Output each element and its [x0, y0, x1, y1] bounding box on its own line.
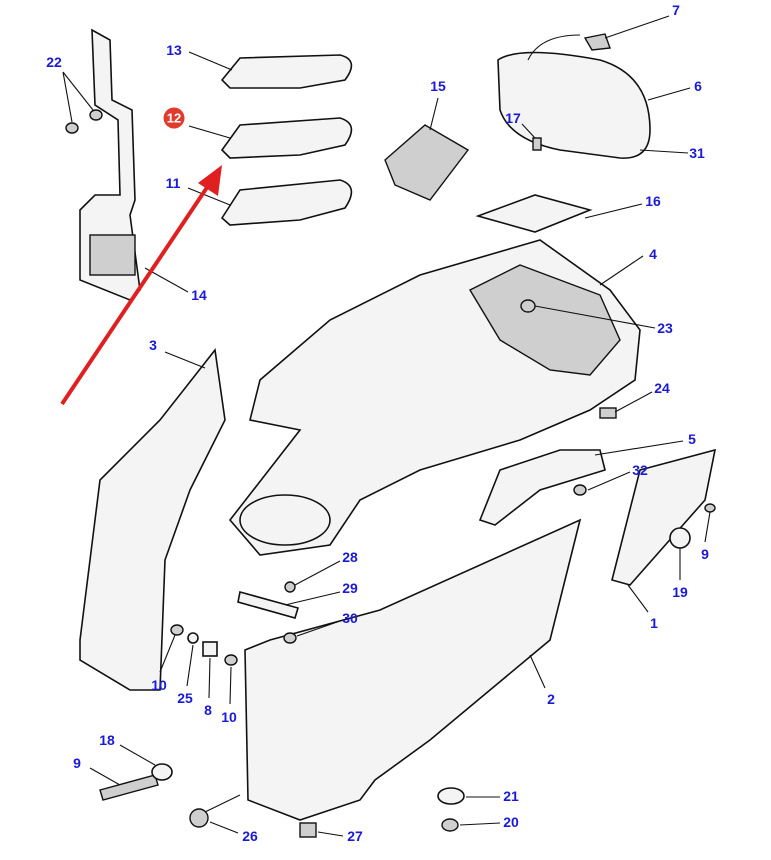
part-9-screw — [704, 503, 716, 513]
label-15: 15 — [430, 78, 446, 94]
label-30: 30 — [342, 610, 358, 626]
part-10-screw-a — [170, 624, 184, 636]
part-7-clip — [583, 33, 611, 51]
label-16: 16 — [645, 193, 661, 209]
label-12-highlighted-badge: 12 — [163, 107, 185, 129]
part-12-panel — [220, 117, 353, 159]
label-8: 8 — [204, 702, 212, 718]
part-28-screw — [284, 581, 296, 593]
label-32: 32 — [632, 462, 648, 478]
curved-arrow — [527, 34, 581, 61]
label-14: 14 — [191, 287, 207, 303]
label-23: 23 — [657, 320, 673, 336]
label-3: 3 — [149, 337, 157, 353]
label-1: 1 — [650, 615, 658, 631]
part-14-panel — [89, 234, 136, 276]
label-22: 22 — [46, 54, 62, 70]
label-18: 18 — [99, 732, 115, 748]
label-4: 4 — [649, 246, 657, 262]
part-15-pad — [384, 124, 470, 201]
part-30-nut — [283, 632, 297, 644]
label-27: 27 — [347, 828, 363, 844]
part-9-bolt — [99, 774, 159, 801]
part-27-clip — [299, 822, 317, 838]
label-17: 17 — [505, 110, 521, 126]
part-18-washer — [151, 763, 173, 781]
part-2-panel — [244, 518, 582, 821]
part-21-cap — [437, 787, 465, 805]
part-22-screw-b — [89, 109, 103, 121]
part-26-screw — [189, 808, 209, 828]
label-9: 9 — [701, 546, 709, 562]
leader-lines — [62, 15, 711, 837]
console-opening — [469, 264, 621, 376]
part-6-lid — [497, 51, 651, 159]
part-17-screw — [532, 137, 542, 151]
label-21: 21 — [503, 788, 519, 804]
label-25: 25 — [177, 690, 193, 706]
label-29: 29 — [342, 580, 358, 596]
part-25-washer — [187, 632, 199, 644]
part-24-clip — [599, 407, 617, 419]
label-7: 7 — [672, 2, 680, 18]
label-28: 28 — [342, 549, 358, 565]
label-10: 10 — [221, 709, 237, 725]
label-24: 24 — [654, 380, 670, 396]
part-11-panel — [220, 179, 353, 226]
label-11: 11 — [165, 175, 181, 191]
part-23-screw — [520, 299, 536, 313]
label-20: 20 — [503, 814, 519, 830]
highlight-arrow — [60, 165, 222, 406]
part-20-bolt — [441, 818, 459, 832]
label-9: 9 — [73, 755, 81, 771]
label-6: 6 — [694, 78, 702, 94]
cup-holder — [239, 494, 331, 546]
part-29-strip — [237, 591, 300, 619]
label-26: 26 — [242, 828, 258, 844]
part-32-nut — [573, 484, 587, 496]
label-5: 5 — [688, 431, 696, 447]
part-16-plate — [475, 194, 593, 233]
part-8-spacer — [202, 641, 218, 657]
label-13: 13 — [166, 42, 182, 58]
label-2: 2 — [547, 691, 555, 707]
part-13-panel — [220, 54, 353, 89]
label-31: 31 — [689, 145, 705, 161]
part-5-armrest — [478, 449, 606, 526]
part-19-cap — [669, 527, 691, 549]
label-19: 19 — [672, 584, 688, 600]
part-22-screw-a — [65, 122, 79, 134]
label-10: 10 — [151, 677, 167, 693]
part-10-screw-b — [224, 654, 238, 666]
part-1-plate — [611, 448, 717, 586]
part-3-panel — [79, 348, 226, 691]
